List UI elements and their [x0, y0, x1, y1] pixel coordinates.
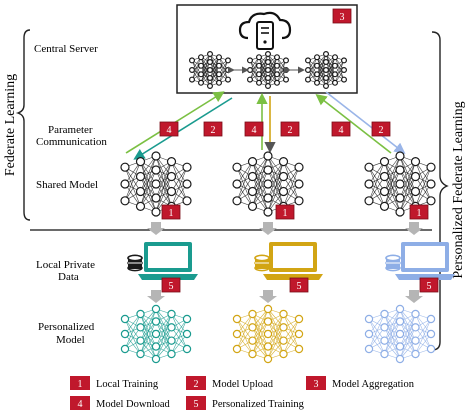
- down-arrow-2a: [259, 222, 277, 235]
- svg-text:1: 1: [417, 208, 422, 219]
- label-central-server: Central Server: [34, 43, 98, 55]
- down-arrow-3a: [405, 222, 423, 235]
- svg-text:5: 5: [194, 399, 199, 410]
- svg-text:5: 5: [169, 281, 174, 292]
- label-model: Model: [56, 334, 85, 346]
- cloud-server-icon: [238, 11, 292, 50]
- database-icon-3: [385, 254, 401, 272]
- svg-text:Model Download: Model Download: [96, 399, 171, 410]
- svg-text:Model Aggregation: Model Aggregation: [332, 379, 415, 390]
- down-arrow-2b: [259, 290, 277, 303]
- down-arrow-1a: [147, 222, 165, 235]
- badge-upload-3: 2: [371, 121, 391, 137]
- badge-local-training-3: 1: [409, 204, 429, 220]
- label-data: Data: [58, 271, 79, 283]
- legend: 1 Local Training 2 Model Upload 3 Model …: [70, 376, 415, 410]
- badge-model-aggregation: 3: [332, 8, 352, 24]
- label-personalized-federate-learning: Personalized Federate Learning: [451, 101, 466, 278]
- svg-text:5: 5: [297, 281, 302, 292]
- legend-item-personalized-training: 5 Personalized Training: [186, 396, 305, 410]
- laptop-icon-3: [395, 242, 455, 280]
- svg-text:2: 2: [379, 125, 384, 136]
- personalized-fl-bracket: [431, 31, 449, 351]
- database-icon-1: [127, 254, 143, 272]
- server-net-3: [305, 50, 348, 89]
- svg-text:1: 1: [78, 379, 83, 390]
- down-arrow-3b: [405, 290, 423, 303]
- legend-item-model-download: 4 Model Download: [70, 396, 171, 410]
- badge-upload-1: 2: [203, 121, 223, 137]
- badge-download-1: 4: [159, 121, 179, 137]
- label-local-private: Local Private: [36, 259, 95, 271]
- svg-text:3: 3: [340, 12, 345, 23]
- badge-download-2: 4: [244, 121, 264, 137]
- personalized-model-net-3: [364, 304, 436, 364]
- badge-upload-2: 2: [280, 121, 300, 137]
- svg-text:4: 4: [339, 125, 344, 136]
- svg-text:5: 5: [427, 281, 432, 292]
- legend-item-local-training: 1 Local Training: [70, 376, 159, 390]
- shared-model-net-1: [120, 151, 192, 217]
- down-arrow-1b: [147, 290, 165, 303]
- badge-download-3: 4: [331, 121, 351, 137]
- svg-text:Local Training: Local Training: [96, 379, 159, 390]
- badge-personalized-training-3: 5: [419, 277, 439, 293]
- svg-text:Model Upload: Model Upload: [212, 379, 274, 390]
- database-icon-2: [254, 254, 270, 272]
- shared-model-net-2: [232, 151, 304, 217]
- laptop-icon-2: [263, 242, 323, 280]
- svg-text:4: 4: [252, 125, 257, 136]
- label-shared-model: Shared Model: [36, 179, 98, 191]
- server-net-1: [189, 50, 232, 89]
- svg-text:3: 3: [314, 379, 319, 390]
- svg-text:4: 4: [167, 125, 172, 136]
- label-personalized: Personalized: [38, 321, 95, 333]
- svg-text:4: 4: [78, 399, 83, 410]
- svg-text:2: 2: [194, 379, 199, 390]
- legend-item-model-upload: 2 Model Upload: [186, 376, 274, 390]
- federate-learning-bracket: [15, 29, 31, 221]
- badge-local-training-2: 1: [275, 204, 295, 220]
- badge-personalized-training-1: 5: [161, 277, 181, 293]
- badge-local-training-1: 1: [161, 204, 181, 220]
- label-parameter: Parameter: [48, 124, 93, 136]
- badge-personalized-training-2: 5: [289, 277, 309, 293]
- label-federate-learning: Federate Learning: [3, 74, 18, 176]
- svg-text:1: 1: [283, 208, 288, 219]
- label-communication: Communication: [36, 136, 107, 148]
- svg-text:2: 2: [288, 125, 293, 136]
- personalized-model-net-1: [120, 304, 192, 364]
- legend-item-model-aggregation: 3 Model Aggregation: [306, 376, 415, 390]
- laptop-icon-1: [138, 242, 198, 280]
- svg-text:2: 2: [211, 125, 216, 136]
- personalized-model-net-2: [232, 304, 304, 364]
- svg-text:1: 1: [169, 208, 174, 219]
- svg-text:Personalized Training: Personalized Training: [212, 399, 305, 410]
